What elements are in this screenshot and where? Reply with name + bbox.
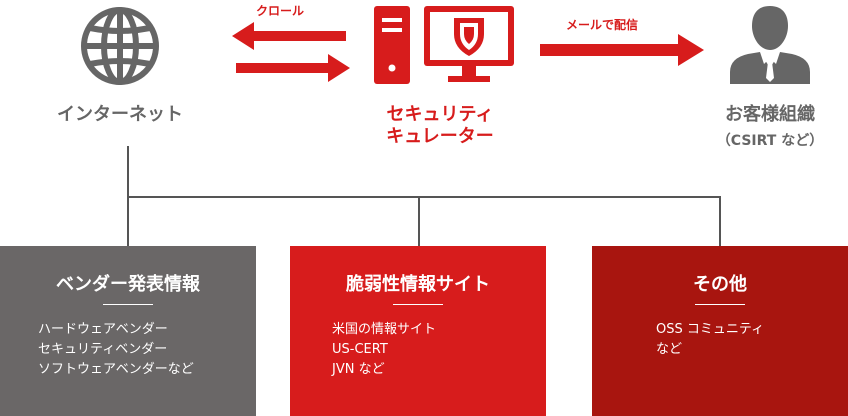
org-label: お客様組織 [725,104,815,125]
connector-horizontal [127,196,721,198]
person-icon [728,2,812,86]
list-item: JVN など [332,362,385,377]
title-underline [695,304,745,305]
org-sublabel: （CSIRT など） [716,133,824,149]
source-title: ベンダー発表情報 [56,274,200,295]
list-item: など [656,342,683,357]
list-item: 米国の情報サイト [332,322,437,337]
connector-middle [418,196,420,246]
curator-label-line1: セキュリティ [386,104,494,125]
list-item: OSS コミュニティ [656,322,765,337]
connector-right [719,196,721,246]
globe-icon [80,4,160,88]
title-underline [393,304,443,305]
source-title: その他 [693,274,747,295]
crawl-arrows [232,20,352,84]
mail-arrow [538,32,706,68]
computer-shield-icon [372,4,516,86]
source-title: 脆弱性情報サイト [346,274,490,295]
mail-label: メールで配信 [566,18,639,32]
crawl-label: クロール [256,4,305,18]
list-item: ソフトウェアベンダーなど [38,362,194,377]
source-box-other: その他 OSS コミュニティ など [592,246,848,416]
internet-label: インターネット [57,104,183,125]
list-item: US-CERT [332,342,388,357]
source-box-vuln-sites: 脆弱性情報サイト 米国の情報サイト US-CERT JVN など [290,246,546,416]
list-item: ハードウェアベンダー [38,322,168,337]
curator-label: セキュリティ キュレーター [340,104,540,148]
title-underline [103,304,153,305]
curator-label-line2: キュレーター [386,126,494,147]
source-box-vendor: ベンダー発表情報 ハードウェアベンダー セキュリティベンダー ソフトウェアベンダ… [0,246,256,416]
list-item: セキュリティベンダー [38,342,168,357]
